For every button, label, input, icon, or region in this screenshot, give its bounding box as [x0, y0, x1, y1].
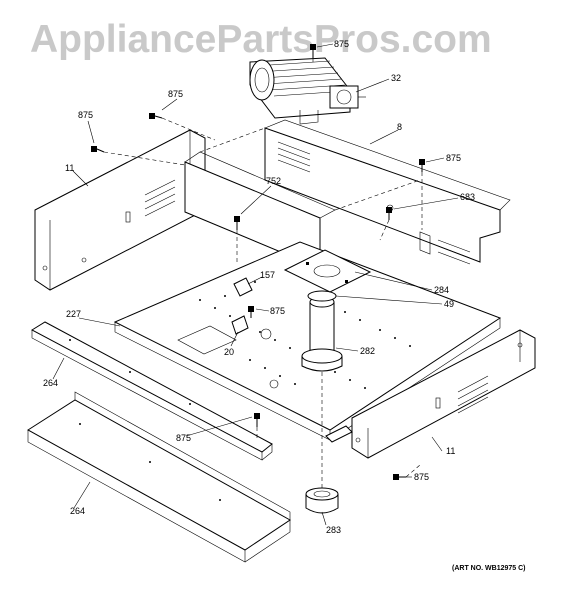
callout-8: 8	[397, 122, 402, 132]
callout-11: 11	[446, 446, 455, 456]
screw-icon	[254, 413, 260, 427]
screw-icon	[248, 306, 254, 318]
screw-icon	[234, 216, 240, 230]
screw-icon	[149, 113, 163, 119]
callout-49: 49	[444, 299, 454, 309]
callout-875: 875	[270, 306, 285, 316]
convection-fan-assembly	[249, 57, 366, 125]
art-number: (ART NO. WB12975 C)	[452, 565, 526, 572]
callout-20: 20	[224, 347, 234, 357]
callout-284: 284	[434, 285, 449, 295]
callout-264: 264	[43, 378, 58, 388]
screw-icon	[419, 159, 425, 172]
leader-lines	[52, 43, 459, 526]
callout-875: 875	[168, 89, 183, 99]
callout-875: 875	[176, 433, 191, 443]
callout-875: 875	[334, 39, 349, 49]
screw-icon	[91, 146, 105, 153]
callout-875: 875	[414, 472, 429, 482]
bracket-20	[231, 315, 249, 335]
oven-bottom-pan	[113, 241, 502, 441]
callout-32: 32	[391, 73, 401, 83]
callout-875: 875	[446, 153, 461, 163]
left-side-panel	[34, 129, 206, 291]
callout-282: 282	[360, 346, 375, 356]
gasket-283	[305, 487, 339, 514]
bracket-157	[233, 277, 253, 297]
callout-227: 227	[66, 309, 81, 319]
callout-875: 875	[78, 110, 93, 120]
callout-283: 283	[326, 525, 341, 535]
right-side-panel	[325, 329, 536, 459]
vent-duct	[301, 290, 343, 492]
screw-icon	[310, 44, 316, 58]
vent-plate	[283, 249, 372, 293]
callout-264: 264	[70, 506, 85, 516]
callout-11: 11	[65, 163, 74, 173]
callout-752: 752	[266, 176, 281, 186]
watermark-text: AppliancePartsPros.com	[30, 18, 492, 61]
callout-683: 683	[460, 192, 475, 202]
front-trim-rail-lower	[27, 391, 291, 563]
screw-icon	[386, 207, 392, 220]
front-trim-rail-upper	[30, 321, 273, 461]
callout-157: 157	[260, 270, 275, 280]
